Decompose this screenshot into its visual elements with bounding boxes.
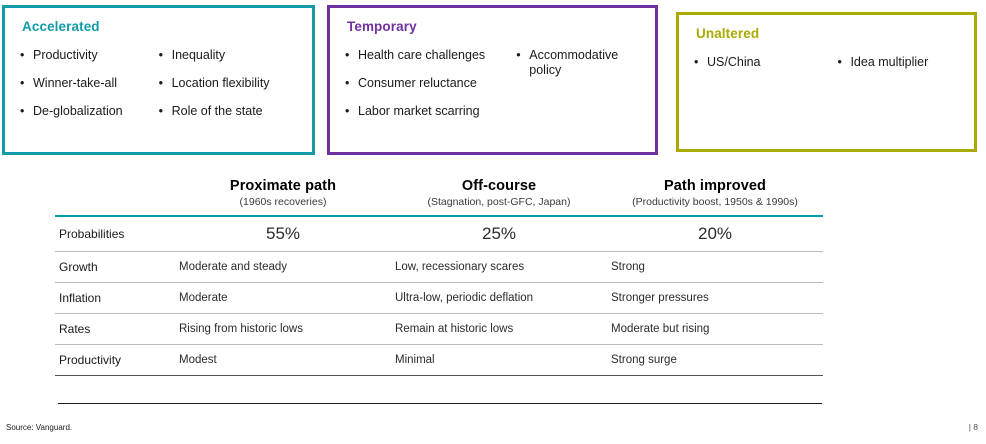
- bullet-label: De-globalization: [33, 104, 123, 118]
- table-row: Inflation Moderate Ultra-low, periodic d…: [55, 282, 823, 314]
- bullet-item: • Productivity: [19, 48, 158, 63]
- row-cell: 25%: [391, 216, 607, 252]
- row-cell: Remain at historic lows: [391, 313, 607, 345]
- bullet-item: • Consumer reluctance: [344, 76, 515, 91]
- bullet-item: • Accommodative policy: [515, 48, 647, 78]
- bullet-dot-icon: •: [345, 48, 350, 62]
- column-subtitle: (1960s recoveries): [239, 196, 327, 208]
- bullet-dot-icon: •: [345, 76, 350, 90]
- table-header-path-improved: Path improved (Productivity boost, 1950s…: [607, 178, 823, 217]
- bullet-item: • Role of the state: [158, 104, 304, 119]
- bullet-dot-icon: •: [345, 104, 350, 118]
- bullet-column: • Health care challenges • Consumer reluct…: [344, 48, 515, 132]
- row-label: Rates: [55, 313, 175, 345]
- bullet-dot-icon: •: [158, 104, 163, 118]
- bullet-column: • Inequality • Location flexibility • Role …: [158, 48, 304, 132]
- scenario-box-title: Accelerated: [22, 19, 100, 34]
- column-title: Proximate path: [229, 178, 337, 194]
- table-row: Probabilities 55% 25% 20%: [55, 216, 823, 252]
- table-row: Rates Rising from historic lows Remain a…: [55, 313, 823, 345]
- table-header-proximate-path: Proximate path (1960s recoveries): [175, 178, 391, 217]
- bullet-label: Consumer reluctance: [358, 76, 477, 90]
- bullet-column: • Productivity • Winner-take-all • De-globa…: [19, 48, 158, 132]
- row-label: Probabilities: [55, 216, 175, 252]
- bullet-label: Location flexibility: [171, 76, 270, 90]
- bullet-label: Accommodative policy: [529, 48, 619, 77]
- bullet-dot-icon: •: [20, 48, 25, 62]
- row-cell: Modest: [175, 344, 391, 376]
- bullet-columns: • Productivity • Winner-take-all • De-globa…: [19, 48, 304, 132]
- scenario-box-unaltered: Unaltered • US/China • Idea multiplier: [676, 12, 977, 152]
- column-title: Path improved: [663, 178, 766, 194]
- row-cell: Low, recessionary scares: [391, 251, 607, 283]
- bullet-dot-icon: •: [20, 104, 25, 118]
- bullet-dot-icon: •: [837, 55, 842, 69]
- bullet-label: Labor market scarring: [358, 104, 480, 118]
- bullet-label: Role of the state: [171, 104, 263, 118]
- row-cell: Moderate but rising: [607, 313, 823, 345]
- scenario-box-accelerated: Accelerated • Productivity • Winner-take-a…: [2, 5, 315, 155]
- bullet-label: Inequality: [171, 48, 226, 62]
- column-title: Off-course: [461, 178, 537, 194]
- row-cell: Moderate and steady: [175, 251, 391, 283]
- table-header-blank: [55, 178, 175, 217]
- bullet-label: US/China: [707, 55, 761, 69]
- row-cell: Strong surge: [607, 344, 823, 376]
- row-cell: 55%: [175, 216, 391, 252]
- column-subtitle: (Productivity boost, 1950s & 1990s): [632, 196, 798, 208]
- bullet-label: Health care challenges: [358, 48, 486, 62]
- bullet-item: • Labor market scarring: [344, 104, 515, 119]
- row-cell: 20%: [607, 216, 823, 252]
- column-subtitle: (Stagnation, post-GFC, Japan): [427, 196, 571, 208]
- row-label: Inflation: [55, 282, 175, 314]
- table-header-off-course: Off-course (Stagnation, post-GFC, Japan): [391, 178, 607, 217]
- scenario-box-temporary: Temporary • Health care challenges • Consu…: [327, 5, 658, 155]
- bullet-label: Idea multiplier: [850, 55, 929, 69]
- bullet-item: • Location flexibility: [158, 76, 304, 91]
- row-cell: Moderate: [175, 282, 391, 314]
- scenario-box-title: Unaltered: [696, 26, 760, 41]
- table-row: Productivity Modest Minimal Strong surge: [55, 344, 823, 376]
- bullet-column: • Accommodative policy: [515, 48, 647, 132]
- scenario-box-title: Temporary: [347, 19, 417, 34]
- bullet-dot-icon: •: [20, 76, 25, 90]
- table-header-row: Proximate path (1960s recoveries) Off-co…: [55, 178, 823, 217]
- bullet-label: Productivity: [33, 48, 98, 62]
- row-label: Growth: [55, 251, 175, 283]
- bullet-item: • Health care challenges: [344, 48, 515, 63]
- bullet-column: • US/China: [693, 55, 836, 83]
- bullet-item: • Idea multiplier: [836, 55, 966, 70]
- bullet-label: Winner-take-all: [33, 76, 118, 90]
- row-cell: Strong: [607, 251, 823, 283]
- page-number: | 8: [968, 422, 978, 432]
- bullet-dot-icon: •: [158, 48, 163, 62]
- bullet-column: • Idea multiplier: [836, 55, 966, 83]
- row-cell: Minimal: [391, 344, 607, 376]
- bullet-item: • De-globalization: [19, 104, 158, 119]
- row-label: Productivity: [55, 344, 175, 376]
- row-cell: Stronger pressures: [607, 282, 823, 314]
- scenario-matrix-table: Proximate path (1960s recoveries) Off-co…: [55, 178, 823, 376]
- bullet-dot-icon: •: [516, 48, 521, 62]
- bullet-item: • Winner-take-all: [19, 76, 158, 91]
- table-row: Growth Moderate and steady Low, recessio…: [55, 251, 823, 283]
- bullet-item: • US/China: [693, 55, 836, 70]
- bullet-columns: • Health care challenges • Consumer reluct…: [344, 48, 647, 132]
- row-cell: Ultra-low, periodic deflation: [391, 282, 607, 314]
- bullet-item: • Inequality: [158, 48, 304, 63]
- footer-divider: [58, 403, 822, 404]
- bullet-dot-icon: •: [694, 55, 699, 69]
- source-note: Source: Vanguard.: [6, 423, 73, 432]
- bullet-columns: • US/China • Idea multiplier: [693, 55, 966, 83]
- row-cell: Rising from historic lows: [175, 313, 391, 345]
- bullet-dot-icon: •: [158, 76, 163, 90]
